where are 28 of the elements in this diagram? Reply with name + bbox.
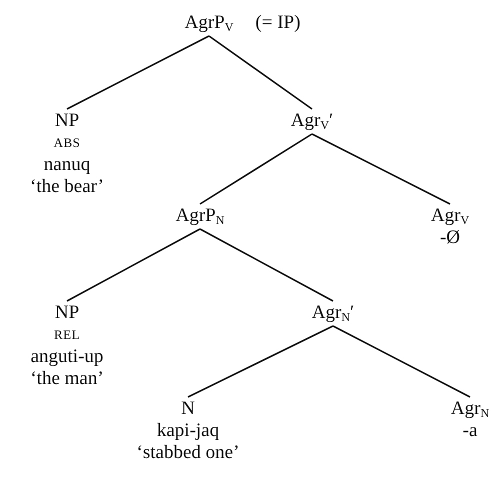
category-label: NP bbox=[54, 302, 80, 324]
category-label: AgrP$_{N}$ bbox=[176, 205, 224, 227]
tree-branch bbox=[312, 133, 450, 205]
category-label: Agr$_{V}$′ bbox=[290, 110, 334, 132]
word-form: -a bbox=[462, 420, 478, 442]
gloss-text: ‘stabbed one’ bbox=[136, 442, 240, 464]
tree-branch bbox=[66, 35, 210, 110]
tree-branch bbox=[332, 325, 470, 398]
category-label: Agr$_{N}$′ bbox=[312, 302, 354, 324]
word-form: nanuq bbox=[42, 154, 92, 176]
case-label: ABS bbox=[52, 134, 82, 152]
tree-branch bbox=[188, 325, 334, 398]
tree-branch bbox=[200, 228, 334, 302]
gloss-text: ‘the bear’ bbox=[30, 176, 104, 198]
annotation-text: (= IP) bbox=[255, 12, 300, 34]
tree-branch bbox=[200, 133, 312, 205]
category-label: Agr$_{N}$ bbox=[450, 398, 490, 420]
tree-branch bbox=[208, 35, 312, 110]
category-label: N bbox=[180, 398, 196, 420]
category-label: Agr$_{V}$ bbox=[430, 205, 470, 227]
word-form: anguti-up bbox=[30, 346, 104, 368]
word-form: kapi-jaq bbox=[156, 420, 220, 442]
case-label: REL bbox=[52, 326, 82, 344]
category-label: NP bbox=[54, 110, 80, 132]
tree-branch bbox=[66, 228, 200, 302]
word-form: -Ø bbox=[438, 227, 462, 249]
category-label: AgrP$_{V}$ bbox=[184, 12, 234, 34]
gloss-text: ‘the man’ bbox=[30, 368, 104, 390]
